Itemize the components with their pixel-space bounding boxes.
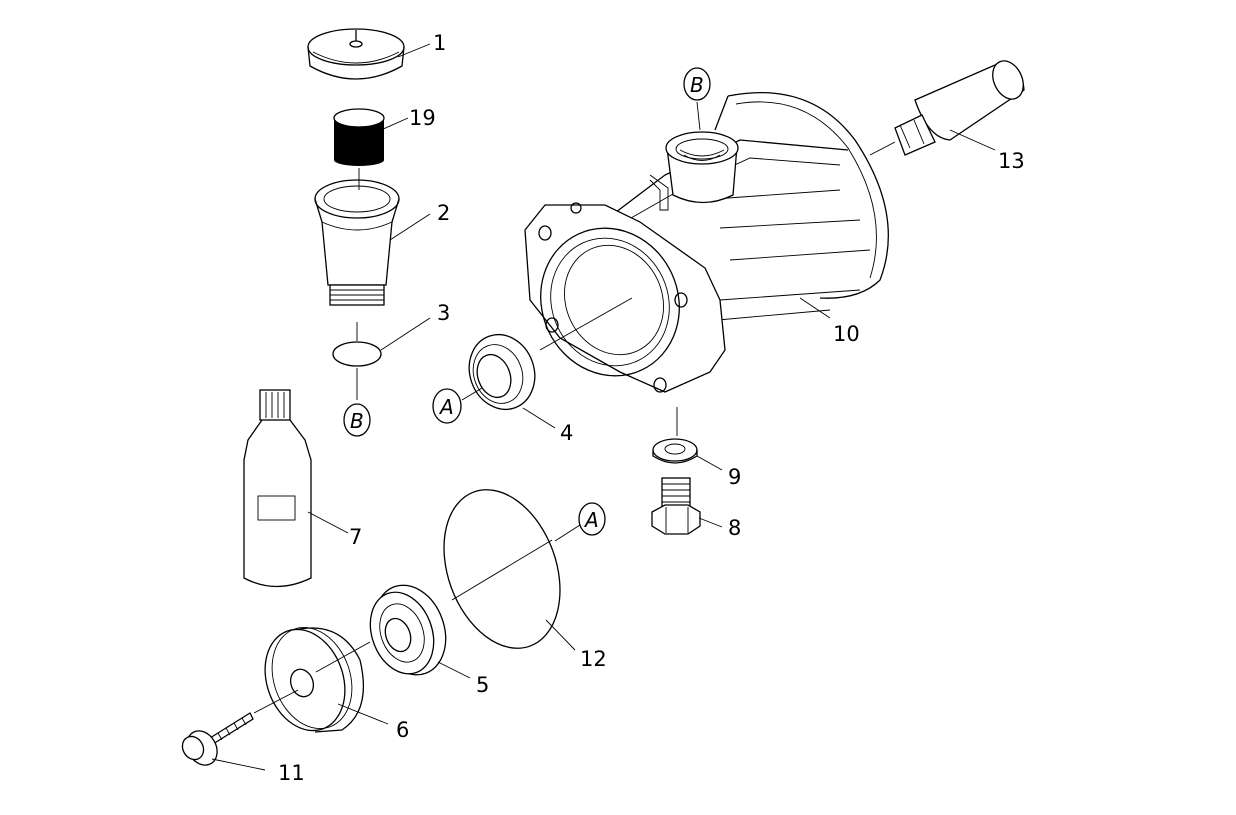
label-part-5: 5 xyxy=(476,673,489,697)
label-part-1: 1 xyxy=(433,31,446,55)
ref-b-lower xyxy=(343,403,371,437)
seal-part xyxy=(468,334,556,429)
ref-b-upper xyxy=(683,67,711,101)
ref-a-right xyxy=(578,502,606,536)
ref-a-right-text: A xyxy=(583,508,599,532)
washer-part xyxy=(652,407,723,471)
ref-a-left xyxy=(432,388,462,424)
sensor-part xyxy=(869,60,1025,156)
filter-part xyxy=(333,108,409,166)
drain-bolt-part xyxy=(651,477,723,535)
label-part-2: 2 xyxy=(437,201,450,225)
label-part-19: 19 xyxy=(409,106,436,130)
label-part-6: 6 xyxy=(396,718,409,742)
cap-part xyxy=(307,28,431,80)
label-part-13: 13 xyxy=(998,149,1025,173)
label-part-9: 9 xyxy=(728,465,741,489)
screw-part xyxy=(181,689,299,771)
cover-part xyxy=(264,626,389,733)
ref-b-upper-text: B xyxy=(690,73,704,97)
label-part-3: 3 xyxy=(437,301,450,325)
label-part-12: 12 xyxy=(580,647,607,671)
label-part-4: 4 xyxy=(560,421,573,445)
oring-part xyxy=(332,317,431,400)
label-part-11: 11 xyxy=(278,761,305,785)
bearing-part xyxy=(369,584,471,679)
oil-bottle-part xyxy=(243,389,349,588)
label-part-7: 7 xyxy=(349,525,362,549)
cup-part xyxy=(314,179,431,306)
ref-b-lower-text: B xyxy=(350,409,364,433)
label-part-10: 10 xyxy=(833,322,860,346)
gasket-part xyxy=(443,489,581,651)
pump-housing-part xyxy=(524,92,889,393)
label-part-8: 8 xyxy=(728,516,741,540)
ref-a-left-text: A xyxy=(438,395,454,419)
